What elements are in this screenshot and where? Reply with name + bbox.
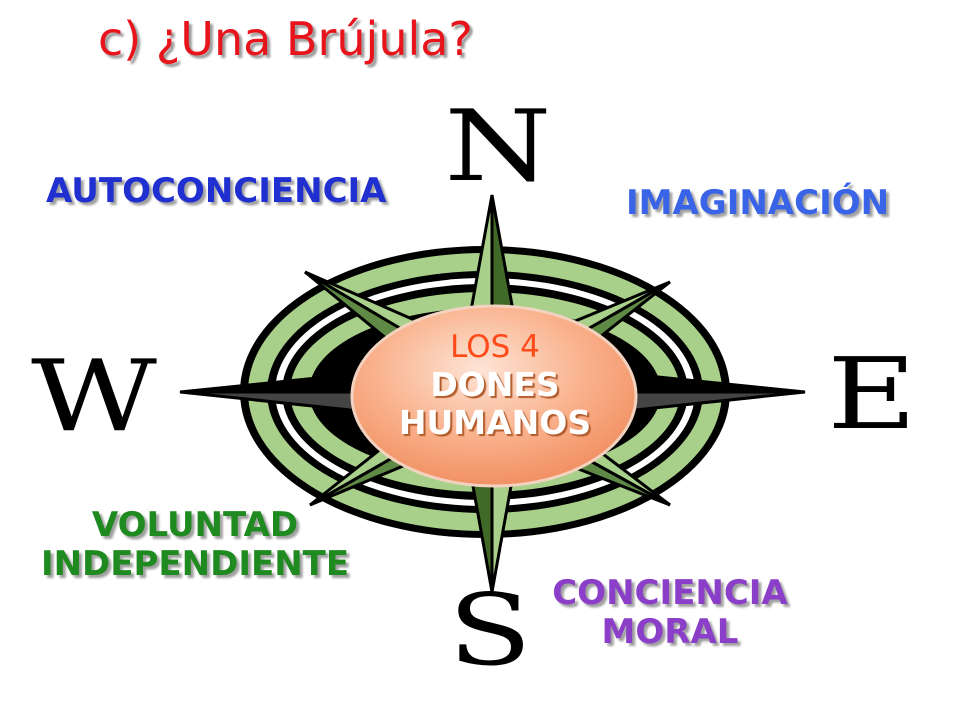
label-voluntad-independiente: VOLUNTAD INDEPENDIENTE [30,505,360,585]
label-voluntad-line-2: INDEPENDIENTE [40,544,350,585]
south-letter: S [448,574,532,688]
label-voluntad-line-1: VOLUNTAD [91,505,299,545]
west-letter: W [31,340,157,454]
north-letter: N [444,90,551,204]
label-autoconciencia: AUTOCONCIENCIA [46,171,387,211]
center-label: LOS 4 DONES HUMANOS [380,329,610,442]
slide-title: c) ¿Una Brújula? [98,12,473,66]
label-conciencia-line-1: CONCIENCIA [552,573,788,613]
center-line-3: HUMANOS [398,402,592,442]
east-letter: E [827,338,916,452]
label-conciencia-moral: CONCIENCIA MORAL [520,573,820,653]
label-conciencia-line-2: MORAL [601,612,739,653]
label-imaginacion: IMAGINACIÓN [626,183,890,223]
center-line-1: LOS 4 [450,329,540,365]
center-line-2: DONES [430,364,560,404]
center-oval [350,304,638,488]
